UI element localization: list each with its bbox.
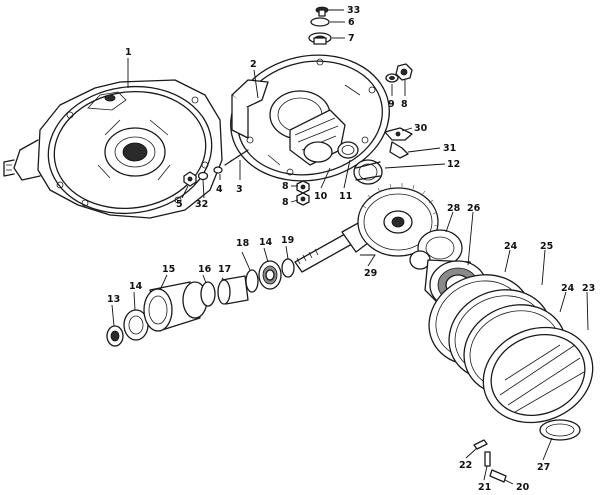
pin-21: [484, 451, 491, 467]
shim-16: [200, 281, 216, 307]
pinion-shaft: [294, 233, 353, 273]
callout-5: 5: [176, 199, 183, 210]
callout-6: 6: [348, 17, 355, 28]
washer-6: [310, 17, 330, 27]
studs-nuts-left: [183, 149, 310, 206]
callout-22: 22: [459, 460, 472, 471]
callout-8-top: 8: [401, 99, 408, 110]
leader-lines: [111, 9, 589, 485]
callout-11: 11: [339, 191, 352, 202]
ring-gear: [357, 183, 439, 257]
callout-30: 30: [414, 123, 428, 134]
seal-bearing-group: [337, 141, 383, 185]
callout-20: 20: [516, 482, 530, 493]
callout-3: 3: [236, 184, 243, 195]
bracket-30-31: [384, 127, 413, 159]
callout-17: 17: [218, 264, 231, 275]
callout-14-a: 14: [129, 281, 143, 292]
callout-10: 10: [314, 191, 328, 202]
callout-4: 4: [216, 184, 223, 195]
washer-4: [213, 166, 223, 174]
callout-23: 23: [582, 283, 595, 294]
ring-19: [281, 258, 295, 278]
callout-18: 18: [236, 238, 250, 249]
callout-32: 32: [195, 199, 208, 210]
callout-2: 2: [250, 59, 257, 70]
bearing-stack: [106, 258, 295, 347]
callout-26: 26: [467, 203, 481, 214]
seal-27: [539, 419, 581, 441]
housing-left-part: [3, 79, 223, 219]
callout-12: 12: [447, 159, 460, 170]
breather-stem: [318, 9, 326, 17]
callout-14-b: 14: [259, 237, 273, 248]
bearing-cup-15: [143, 281, 208, 332]
callout-15: 15: [162, 264, 175, 275]
pinion-ring-gear-29: [294, 183, 439, 273]
callout-24-a: 24: [504, 241, 518, 252]
callout-21: 21: [478, 482, 491, 493]
callout-28: 28: [447, 203, 461, 214]
drain-plug-group: [473, 439, 507, 483]
breather-stack: [308, 6, 332, 45]
callout-19: 19: [281, 235, 294, 246]
callout-29: 29: [364, 268, 377, 279]
callout-25: 25: [540, 241, 553, 252]
callout-13: 13: [107, 294, 120, 305]
bolt-20: [489, 469, 507, 483]
callout-labels: 1 2 33 6 7 9 8 30 31 12 10 11 3 4 5 32 8…: [107, 5, 595, 493]
callout-9-top: 9: [388, 99, 395, 110]
callout-24-b: 24: [561, 283, 575, 294]
callout-33: 33: [347, 5, 360, 16]
callout-16: 16: [198, 264, 212, 275]
top-nuts: [385, 63, 413, 83]
cover-23: [482, 326, 594, 441]
spacer-17: [217, 275, 249, 305]
callout-8-mid-lower: 8: [282, 197, 289, 208]
callout-1: 1: [125, 47, 132, 58]
callout-27: 27: [537, 462, 550, 473]
callout-31: 31: [443, 143, 456, 154]
callout-7: 7: [348, 33, 355, 44]
callout-8-mid-upper: 8: [282, 181, 289, 192]
shim-18: [245, 269, 259, 293]
clip-22: [473, 439, 488, 450]
washer-32: [197, 171, 209, 181]
bearing-14b: [258, 260, 282, 290]
